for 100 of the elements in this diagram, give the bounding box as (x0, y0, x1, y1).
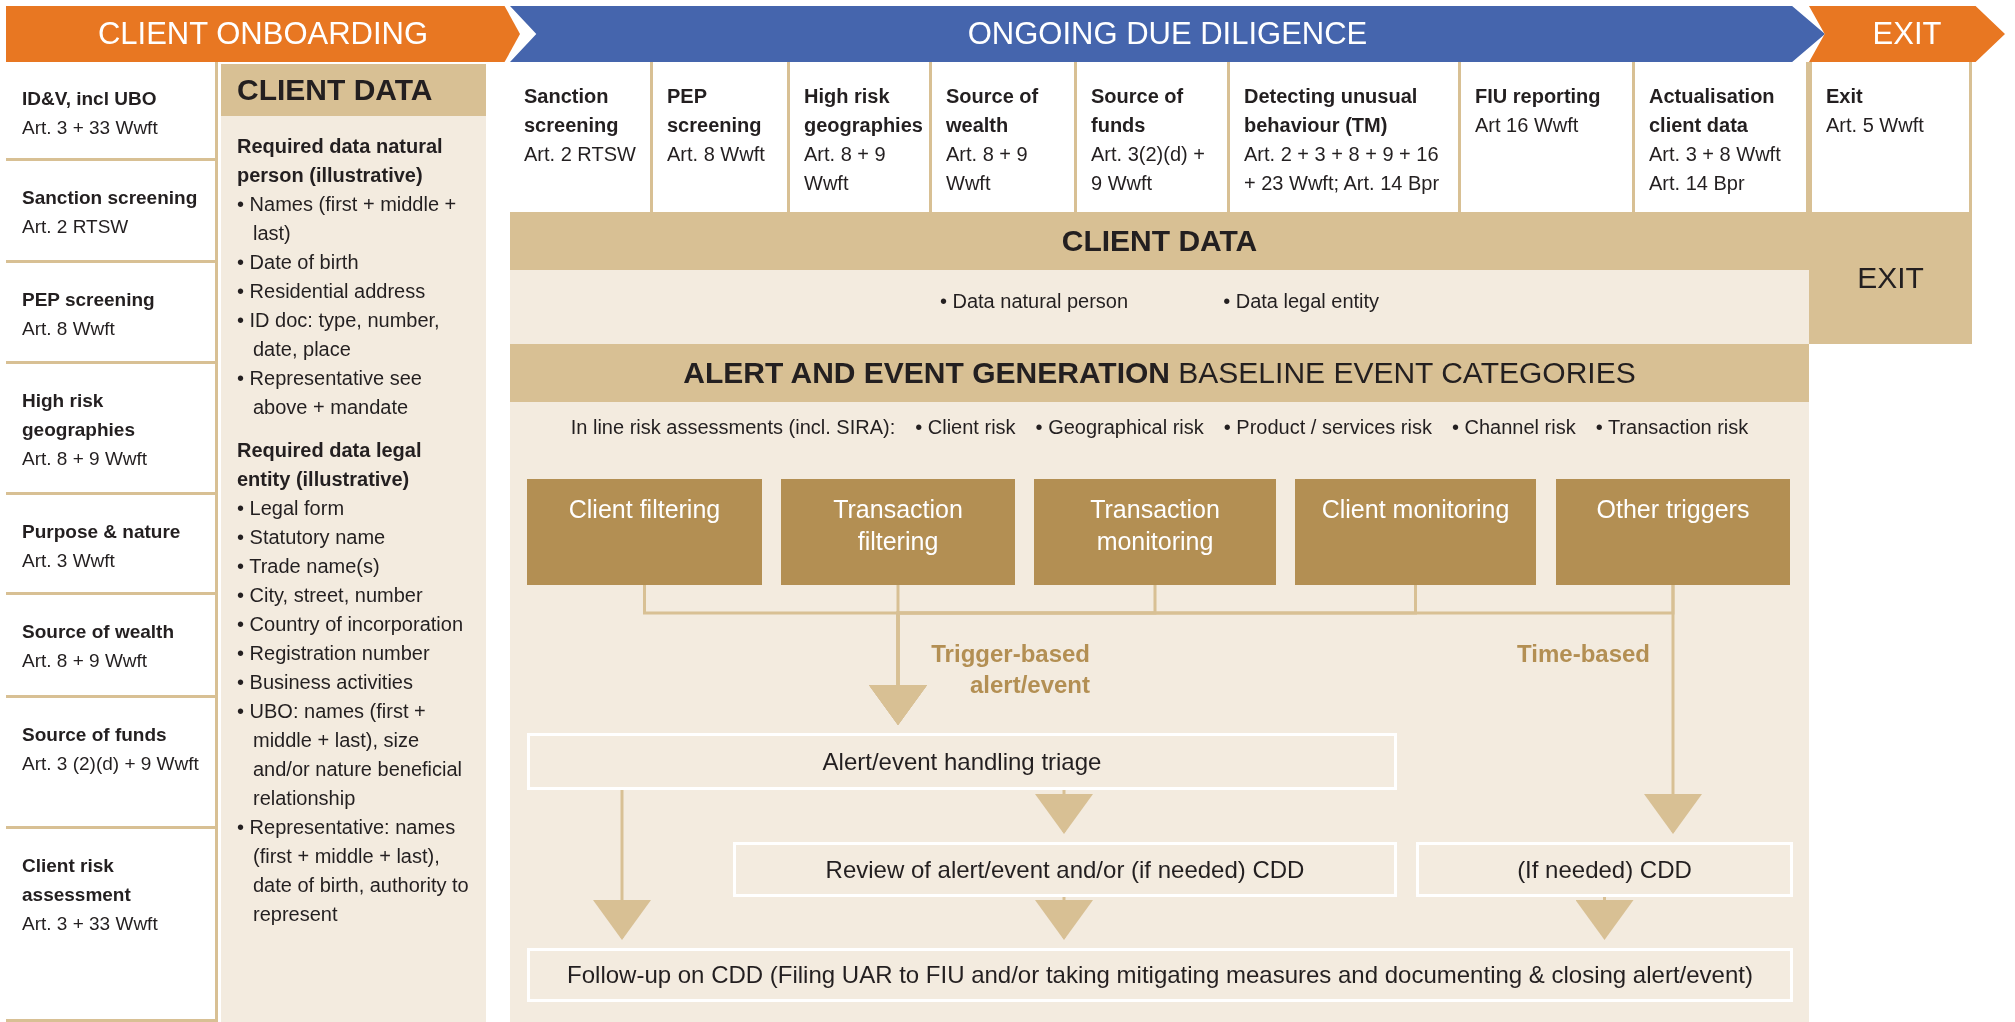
bullet-item: • Client risk (915, 416, 1016, 439)
step-title: Client risk assessment (22, 854, 132, 907)
panel-heading: CLIENT DATA (221, 64, 486, 116)
process-box (1416, 842, 1793, 897)
arrow (593, 790, 651, 940)
step-box (6, 698, 218, 829)
step-title: Actualisation client data (1649, 84, 1776, 138)
article-reference: Art. 2 RTSW (524, 142, 637, 167)
bullet-item: • Transaction risk (1595, 416, 1749, 439)
bullet-item: • Date of birth (237, 250, 360, 275)
step-box (6, 161, 218, 263)
category-box (1034, 479, 1276, 585)
article-reference: Art 16 Wwft (1475, 113, 1580, 138)
article-reference: Art. 2 + 3 + 8 + 9 + 16 + 23 Wwft; Art. 14 Bpr (1244, 142, 1441, 196)
step-title: Purpose & nature (22, 520, 182, 544)
banner-title: ONGOING DUE DILIGENCE (967, 16, 1368, 52)
step-title: High risk geographies (22, 389, 136, 442)
step-box (6, 495, 218, 595)
bullet-item: • Names (first + middle + last) (237, 192, 458, 246)
category-box (527, 479, 762, 585)
article-reference: Art. 8 + 9 Wwft (946, 142, 1029, 196)
bullet-item: • Statutory name (237, 525, 387, 550)
data-panel (221, 64, 486, 1022)
edge-label: Trigger-based alert/event (930, 639, 1090, 700)
bullet-item: • UBO: names (first + middle + last), size and/or nature beneficial relationship (237, 699, 464, 811)
step-box (6, 595, 218, 698)
step-box (6, 364, 218, 495)
article-reference: Art. 3 Wwft (22, 549, 116, 573)
category-box (1295, 479, 1536, 585)
bullet-item: • Country of incorporation (237, 612, 464, 637)
step-title: Source of wealth (946, 84, 1040, 138)
panel-heading: ALERT AND EVENT GENERATION BASELINE EVENT CATEGORIES (510, 344, 1809, 402)
step-box (6, 829, 218, 1022)
banner-title: EXIT (1872, 16, 1942, 52)
process-text: Follow-up on CDD (Filing UAR to FIU and/or taking mitigating measures and documenting & closing alert/event) (567, 961, 1753, 989)
bullet-item: • Data legal entity (1223, 290, 1380, 313)
category-title: Client monitoring (1321, 495, 1510, 523)
phase-banner (1809, 6, 2005, 62)
step-title: Detecting unusual behaviour (TM) (1244, 84, 1419, 138)
article-reference: Art. 3 (2)(d) + 9 Wwft (22, 752, 200, 776)
article-reference: Art. 3 + 33 Wwft (22, 116, 159, 140)
article-reference: Art. 3(2)(d) + 9 Wwft (1091, 142, 1206, 196)
step-title: Source of wealth (22, 620, 176, 644)
phase-banner (6, 6, 520, 62)
bullet-item: • ID doc: type, number, date, place (237, 308, 441, 362)
edge-label: Time-based (1516, 639, 1650, 669)
category-title: Client filtering (568, 495, 721, 523)
bullet-item: • City, street, number (237, 583, 424, 608)
article-reference: Art. 3 + 33 Wwft (22, 912, 159, 936)
article-reference: Art. 8 Wwft (667, 142, 766, 167)
bullet-item: • Business activities (237, 670, 414, 695)
step-title: Source of funds (22, 723, 168, 747)
bullet-item: • Residential address (237, 279, 427, 304)
step-title: PEP screening (667, 84, 763, 138)
arrow (1035, 897, 1093, 940)
article-reference: Art. 3 + 8 Wwft Art. 14 Bpr (1649, 142, 1782, 196)
process-text: (If needed) CDD (1517, 855, 1692, 884)
process-text: Alert/event handling triage (822, 747, 1102, 776)
exit-box (1809, 212, 1972, 344)
article-reference: Art. 8 + 9 Wwft (804, 142, 887, 196)
article-reference: Art. 8 + 9 Wwft (22, 649, 149, 673)
bullet-item: • Trade name(s) (237, 554, 381, 579)
article-reference: Art. 8 Wwft (22, 317, 116, 341)
process-box (733, 842, 1397, 897)
data-panel (510, 212, 1809, 344)
arrow (1035, 790, 1093, 834)
arrow (1575, 897, 1634, 940)
step-title: Sanction screening (524, 84, 620, 138)
category-title: Transaction monitoring (1090, 495, 1220, 555)
step-title: PEP screening (22, 288, 156, 312)
step-box (1809, 62, 1972, 212)
bullet-item: • Channel risk (1451, 416, 1576, 439)
process-box (527, 948, 1793, 1002)
step-box (6, 263, 218, 364)
banner-title: CLIENT ONBOARDING (97, 16, 429, 52)
step-title: High risk geographies (804, 84, 921, 138)
phase-banner (510, 6, 1825, 62)
bullet-item: • Representative: names (first + middle + last), date of birth, authority to represent (237, 815, 470, 927)
bullet-item: • Registration number (237, 641, 431, 666)
panel-heading: EXIT (1857, 261, 1924, 295)
bullet-item: • Geographical risk (1035, 416, 1204, 439)
bullet-item: • Data natural person (939, 290, 1129, 313)
process-text: Review of alert/event and/or (if needed) CDD (825, 855, 1305, 884)
step-box (6, 62, 218, 161)
step-title: Source of funds (1091, 84, 1185, 138)
category-title: Transaction filtering (833, 495, 963, 555)
article-reference: Art. 8 + 9 Wwft (22, 447, 149, 471)
arrow (1644, 585, 1702, 834)
step-title: Sanction screening (22, 186, 199, 210)
intro-text: In line risk assessments (incl. SIRA): (570, 416, 896, 439)
category-title: Other triggers (1596, 495, 1750, 523)
bullet-item: • Representative see above + mandate (237, 366, 423, 420)
step-title: FIU reporting (1475, 84, 1602, 109)
bullet-item: • Legal form (237, 496, 346, 521)
article-reference: Art. 5 Wwft (1826, 113, 1925, 138)
alert-panel (510, 344, 1809, 1022)
step-title: ID&V, incl UBO (22, 87, 158, 111)
panel-heading: CLIENT DATA (510, 212, 1809, 270)
step-title: Exit (1826, 84, 1864, 109)
section-heading: Required data legal entity (illustrative) (237, 438, 423, 492)
